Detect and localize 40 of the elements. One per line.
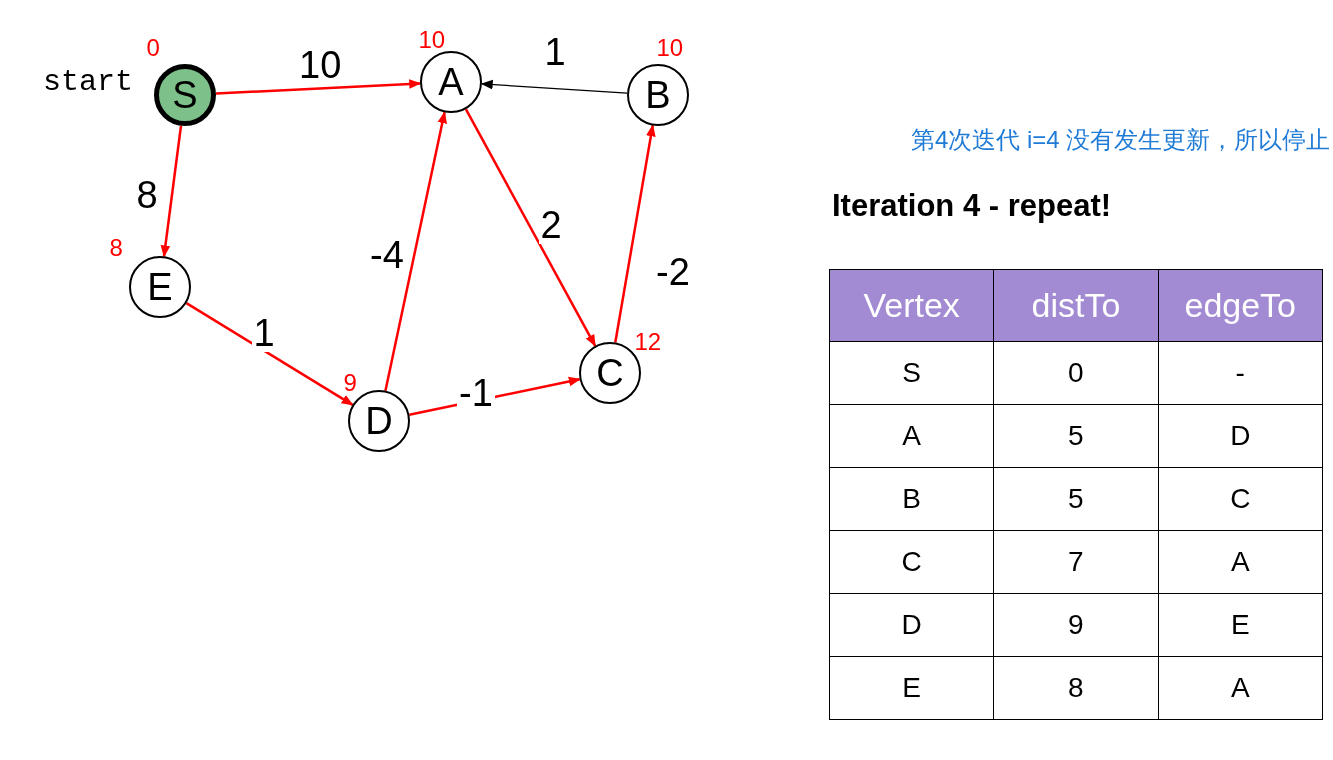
table-cell: E	[1158, 593, 1323, 657]
table-cell: B	[829, 467, 994, 531]
arrow	[185, 302, 354, 406]
table-cell: C	[829, 530, 994, 594]
note-text: 第4次迭代 i=4 没有发生更新，所以停止	[911, 125, 1331, 155]
table-cell: -	[1158, 341, 1323, 405]
distance-label: 10	[656, 34, 684, 62]
arrow	[160, 125, 183, 258]
table-cell: C	[1158, 467, 1323, 531]
vertex-circle: B	[627, 64, 689, 126]
table-cell: 7	[993, 530, 1158, 594]
table-cell: D	[1158, 404, 1323, 468]
vertex-circle: D	[348, 390, 410, 452]
start-label: start	[43, 65, 133, 99]
distance-label: 0	[146, 34, 160, 62]
table-cell: A	[1158, 530, 1323, 594]
header-cell: edgeTo	[1158, 269, 1323, 342]
heading: Iteration 4 - repeat!	[832, 188, 1112, 224]
arrow	[614, 124, 656, 343]
arrow	[480, 79, 628, 94]
table-cell: D	[829, 593, 994, 657]
arrow	[464, 108, 597, 347]
header-cell: Vertex	[829, 269, 994, 342]
distance-label: 10	[418, 26, 446, 54]
table-cell: 9	[993, 593, 1158, 657]
table-cell: A	[829, 404, 994, 468]
table-cell: A	[1158, 656, 1323, 720]
table-cell: 8	[993, 656, 1158, 720]
table-cell: 5	[993, 467, 1158, 531]
header-cell: distTo	[993, 269, 1158, 342]
table-cell: E	[829, 656, 994, 720]
table-cell: 5	[993, 404, 1158, 468]
table-cell: S	[829, 341, 994, 405]
arrow	[215, 79, 422, 95]
vertex-circle: A	[420, 51, 482, 113]
distance-label: 8	[109, 234, 123, 262]
vertex-circle: S	[154, 64, 216, 126]
arrow	[384, 111, 447, 391]
table-cell: 0	[993, 341, 1158, 405]
vertex-circle: E	[129, 256, 191, 318]
